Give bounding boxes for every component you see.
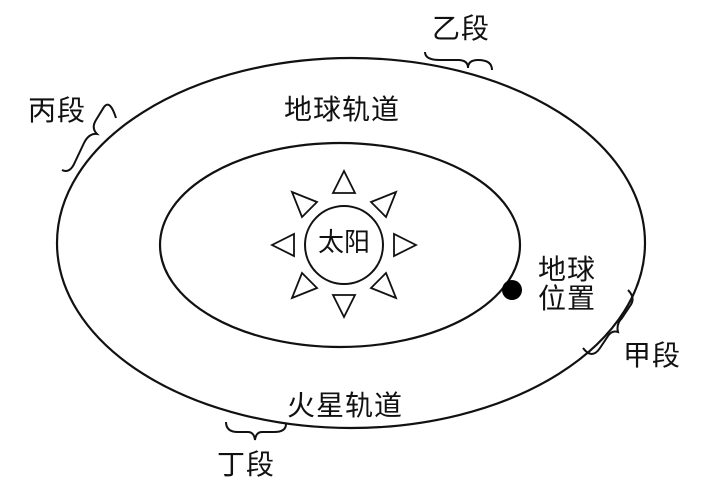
sun-ray-top-left: [290, 190, 319, 219]
sun-ray-bottom: [331, 294, 357, 320]
sun-ray-right: [393, 232, 419, 258]
segment-yi-label: 乙段: [432, 12, 491, 45]
segment-bing-bracket: [61, 103, 117, 172]
earth-orbit: [158, 141, 522, 349]
segment-jia-label: 甲段: [623, 339, 682, 372]
segment-ding-bracket: [225, 421, 287, 441]
sun-ray-bottom-right: [369, 271, 398, 300]
sun-ray-top: [331, 168, 357, 194]
segment-ding-label: 丁段: [217, 448, 276, 481]
earth-position-dot: [502, 280, 522, 300]
segment-jia-bracket: [582, 289, 634, 355]
mars-orbit-label: 火星轨道: [287, 389, 404, 422]
sun-disc: [304, 205, 384, 285]
earth-position-label-line2: 位置: [538, 282, 597, 316]
sun-ray-top-right: [369, 190, 398, 219]
earth-position-label: 地球 位置: [538, 255, 596, 314]
sun-icon: [269, 168, 419, 320]
earth-position-label-line1: 地球: [538, 253, 597, 286]
segment-bing-label: 丙段: [28, 94, 87, 127]
earth-orbit-label: 地球轨道: [284, 93, 401, 126]
sun-ray-bottom-left: [290, 271, 319, 300]
sun-label: 太阳: [318, 228, 371, 258]
sun-ray-left: [269, 232, 295, 258]
segment-yi-bracket: [424, 51, 493, 71]
mars-orbit: [55, 56, 647, 430]
